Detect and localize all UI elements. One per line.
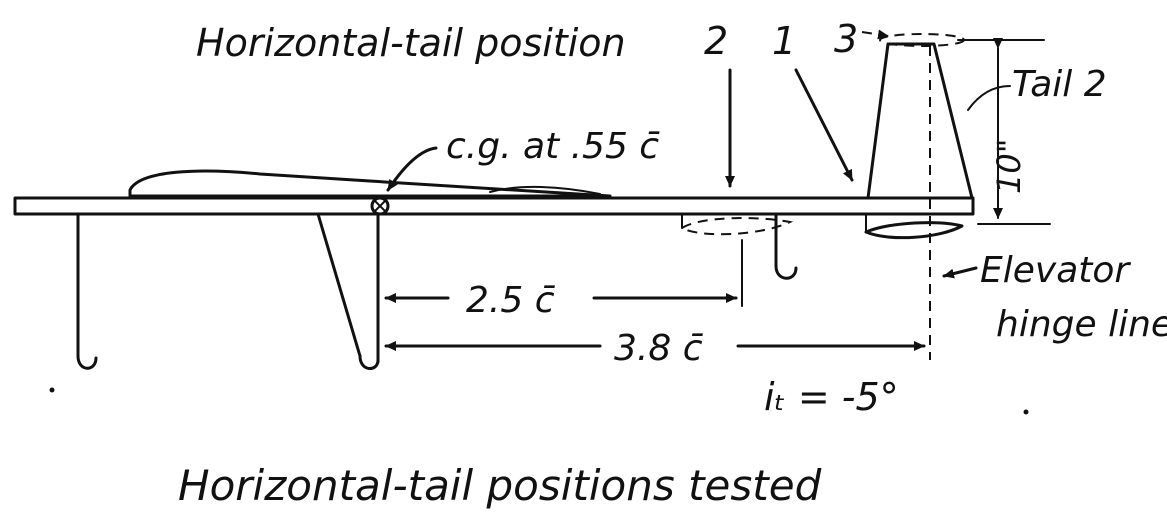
elevator-label-line2: hinge line: [996, 304, 1167, 345]
fuselage-body: [13, 196, 975, 216]
cg-mark: [370, 196, 390, 216]
main-hook: [358, 354, 380, 370]
incidence-label: iₜ = -5°: [764, 375, 899, 419]
title-label: Horizontal-tail position: [196, 21, 626, 65]
elevator-leader-arrow: [942, 266, 978, 279]
position-1-arrow: [794, 68, 854, 182]
wing-airfoil: [128, 169, 612, 198]
elevator-label-line1: Elevator: [980, 250, 1131, 291]
position-2-label: 2: [704, 19, 728, 63]
tail-2-label: Tail 2: [1012, 64, 1107, 105]
cg-label: c.g. at .55 c̄: [446, 126, 660, 167]
position-1-label: 1: [772, 19, 796, 63]
cg-mark-cross-b: [373, 199, 387, 213]
stray-dot-left: [49, 387, 55, 393]
dim-short-label: 2.5 c̄: [466, 280, 556, 321]
cg-leader: [386, 146, 438, 192]
rear-hook: [774, 212, 798, 280]
stray-dot-right: [1023, 409, 1029, 415]
main-strut-rear: [316, 212, 362, 358]
caption: Horizontal-tail positions tested: [178, 461, 822, 510]
htail-position-2: [680, 217, 794, 236]
position-3-arrow: [861, 29, 889, 40]
wing-camber-line: [489, 185, 601, 195]
vertical-tail-fin: [866, 42, 974, 200]
position-3-label: 3: [834, 17, 858, 61]
dim-long-label: 3.8 c̄: [614, 328, 704, 369]
htail-position-1: [864, 221, 964, 240]
front-hook: [76, 354, 98, 370]
height-label: 10": [990, 139, 1028, 194]
tail-2-leader: [967, 85, 1011, 111]
